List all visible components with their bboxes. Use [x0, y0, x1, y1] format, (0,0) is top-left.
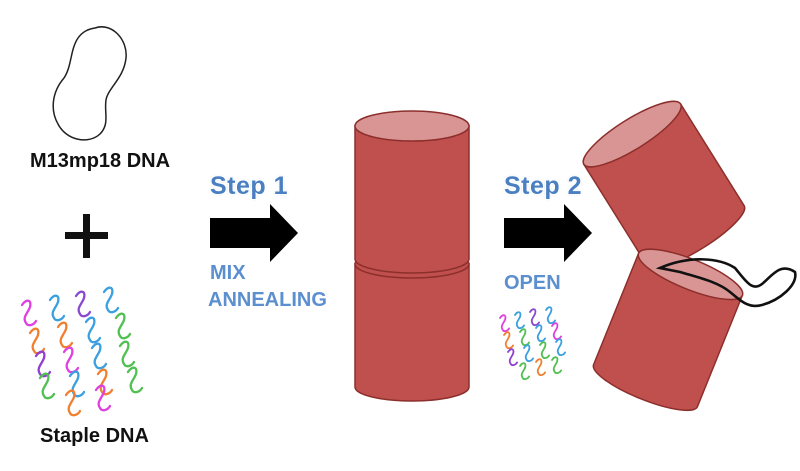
staple-strand [519, 328, 530, 347]
staple-strand [96, 368, 114, 396]
staple-strand [523, 344, 534, 363]
m13-dna-label: M13mp18 DNA [30, 150, 171, 172]
staple-strand [84, 316, 102, 344]
staple-strand [514, 311, 525, 330]
step2-arrow [504, 204, 592, 262]
staple-strand [503, 331, 514, 350]
staple-strand [62, 346, 80, 374]
staple-strand [551, 322, 562, 341]
step1-label: Step 1 [210, 172, 289, 200]
staple-strand [20, 299, 38, 327]
staple-strand [56, 321, 74, 349]
closed-origami-box [354, 110, 470, 402]
staple-strand [28, 327, 46, 355]
plus-sign [65, 214, 108, 258]
step1-action-line2: ANNEALING [208, 289, 327, 311]
staple-strand [126, 366, 144, 394]
staple-strand [535, 324, 546, 343]
staple-strand [507, 348, 518, 367]
staple-strand [38, 372, 56, 400]
staple-strand [94, 384, 112, 412]
staple-strand [539, 341, 550, 360]
staple-strand [545, 306, 556, 325]
staple-strand [64, 389, 82, 417]
staple-strand [102, 286, 120, 314]
step2-label: Step 2 [504, 172, 583, 200]
staple-strand [555, 338, 566, 357]
released-dna-loop [655, 258, 797, 308]
staple-strand [519, 362, 530, 381]
staple-strand [90, 342, 108, 370]
staple-strand [535, 358, 546, 377]
staple-dna-label: Staple DNA [40, 425, 149, 447]
staple-strand [74, 290, 92, 318]
released-staple-strands [499, 306, 566, 381]
step2-action: OPEN [504, 272, 561, 294]
staple-strand [551, 356, 562, 375]
open-box-lid [582, 100, 746, 270]
step1-action-line1: MIX [210, 262, 246, 284]
staple-strand [34, 350, 52, 378]
staple-strand [118, 340, 136, 368]
staple-dna-strands [20, 286, 144, 417]
staple-strand [68, 370, 86, 398]
staple-strand [114, 312, 132, 340]
step1-arrow [210, 204, 298, 262]
staple-strand [529, 308, 540, 327]
open-box-body [592, 248, 744, 412]
staple-strand [499, 314, 510, 333]
m13-dna-loop [52, 26, 127, 141]
staple-strand [48, 294, 66, 322]
